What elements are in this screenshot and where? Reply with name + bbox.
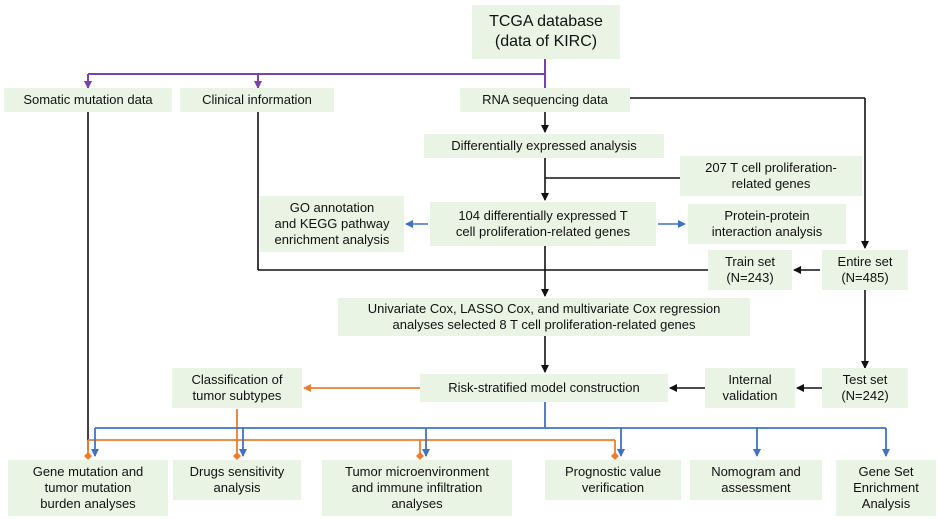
differential-analysis-label: Differentially expressed analysis: [451, 138, 637, 153]
go-kegg-box: GO annotation and KEGG pathway enrichmen…: [260, 196, 404, 252]
ppi-analysis-box: Protein-protein interaction analysis: [688, 204, 846, 244]
entire-set-label: Entire set (N=485): [837, 254, 893, 285]
somatic-mutation-box: Somatic mutation data: [4, 88, 172, 112]
rna-sequencing-box: RNA sequencing data: [460, 88, 630, 112]
prognostic-value-label: Prognostic value verification: [564, 464, 662, 495]
mutation-burden-label: Gene mutation and tumor mutation burden …: [32, 464, 144, 511]
tcga-split-connector: [84, 58, 546, 89]
cox-regression-label: Univariate Cox, LASSO Cox, and multivari…: [367, 301, 721, 332]
deg-104-label: 104 differentially expressed T cell prol…: [455, 208, 631, 239]
gsea-label: Gene Set Enrichment Analysis: [853, 464, 919, 511]
train-set-box: Train set (N=243): [708, 250, 792, 290]
tumor-microenvironment-label: Tumor microenvironment and immune infilt…: [344, 464, 489, 511]
differential-analysis-box: Differentially expressed analysis: [424, 134, 664, 158]
clinical-information-label: Clinical information: [202, 92, 312, 107]
go-kegg-label: GO annotation and KEGG pathway enrichmen…: [274, 200, 390, 247]
drug-sensitivity-box: Drugs sensitivity analysis: [173, 460, 301, 500]
tcell-207-genes-box: 207 T cell proliferation- related genes: [680, 156, 862, 196]
tcga-database-label: TCGA database (data of KIRC): [489, 13, 603, 50]
subtype-connectors: [84, 384, 619, 460]
nomogram-label: Nomogram and assessment: [711, 464, 801, 495]
prognostic-value-box: Prognostic value verification: [545, 460, 681, 500]
test-set-label: Test set (N=242): [841, 372, 889, 403]
ppi-analysis-label: Protein-protein interaction analysis: [711, 208, 823, 239]
tcell-207-genes-label: 207 T cell proliferation- related genes: [705, 160, 837, 191]
test-set-box: Test set (N=242): [822, 368, 908, 408]
tumor-microenvironment-box: Tumor microenvironment and immune infilt…: [322, 460, 512, 516]
subtype-classification-box: Classification of tumor subtypes: [172, 368, 302, 408]
subtype-classification-label: Classification of tumor subtypes: [191, 372, 283, 403]
downstream-connectors: [91, 402, 890, 457]
entire-set-box: Entire set (N=485): [822, 250, 908, 290]
deg-104-box: 104 differentially expressed T cell prol…: [430, 202, 656, 246]
train-set-label: Train set (N=243): [724, 254, 776, 285]
gsea-box: Gene Set Enrichment Analysis: [836, 460, 936, 516]
rna-sequencing-label: RNA sequencing data: [482, 92, 608, 107]
risk-model-box: Risk-stratified model construction: [420, 374, 668, 402]
nomogram-box: Nomogram and assessment: [690, 460, 822, 500]
somatic-mutation-label: Somatic mutation data: [23, 92, 153, 107]
internal-validation-label: Internal validation: [722, 372, 778, 403]
cox-regression-box: Univariate Cox, LASSO Cox, and multivari…: [338, 298, 750, 336]
mutation-burden-box: Gene mutation and tumor mutation burden …: [8, 460, 168, 516]
clinical-information-box: Clinical information: [180, 88, 334, 112]
tcga-database-box: TCGA database (data of KIRC): [472, 5, 620, 59]
risk-model-label: Risk-stratified model construction: [448, 380, 640, 395]
main-flow-connectors: [87, 97, 869, 450]
internal-validation-box: Internal validation: [705, 368, 795, 408]
drug-sensitivity-label: Drugs sensitivity analysis: [189, 464, 285, 495]
